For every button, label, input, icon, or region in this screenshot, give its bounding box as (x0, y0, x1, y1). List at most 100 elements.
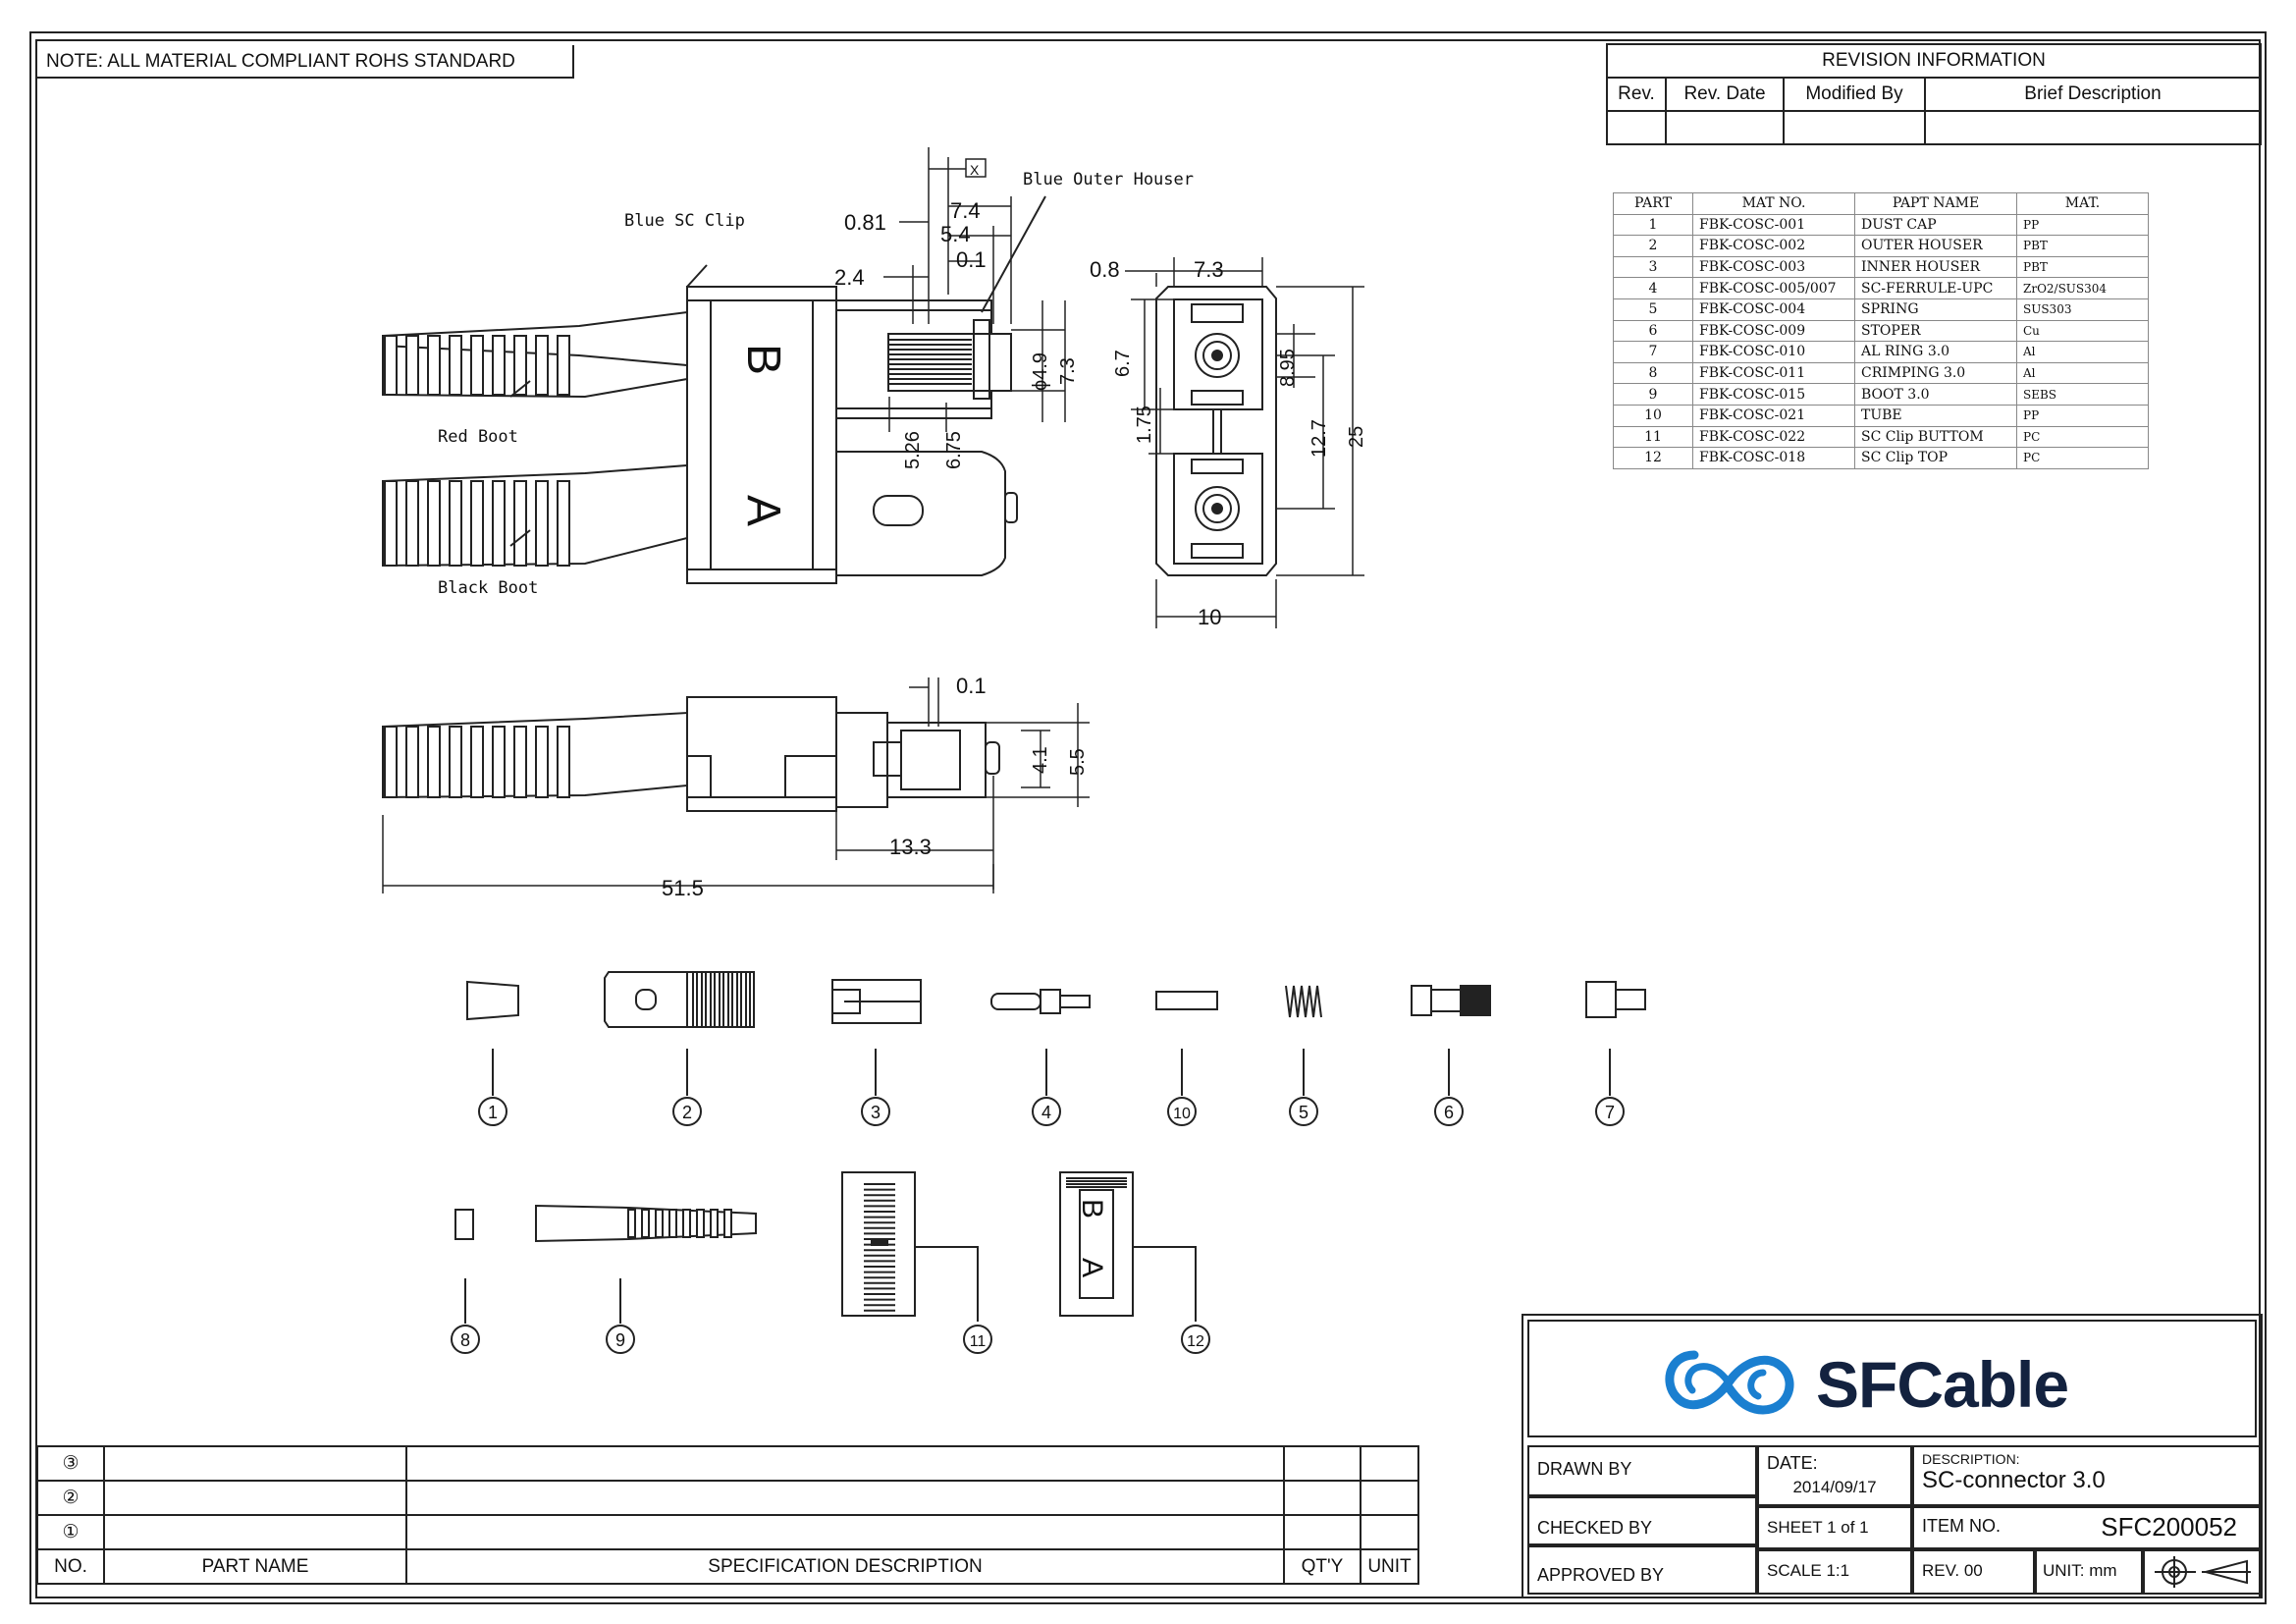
boot-rib (745, 971, 751, 1028)
drawn-by-cell: DRAWN BY (1527, 1445, 1757, 1496)
callout-7: 7 (1605, 1103, 1615, 1122)
dimension-lines-side (382, 677, 1090, 893)
brief-description-header: Brief Description (1924, 77, 2262, 112)
boot-rib (384, 726, 398, 798)
boot-rib (470, 726, 484, 798)
boot-rib (513, 335, 527, 396)
callout-2: 2 (682, 1103, 692, 1122)
callout-5: 5 (1299, 1103, 1308, 1122)
logo-panel: SFCable (1527, 1320, 2257, 1437)
approved-by-cell: APPROVED BY (1527, 1545, 1757, 1595)
boot-rib (655, 1209, 664, 1238)
rev-cell (1924, 110, 2262, 145)
outer-housing-upper (835, 299, 1012, 419)
part-5-spring (1285, 985, 1322, 1018)
boot-rib (492, 335, 506, 396)
label-red-boot: Red Boot (438, 427, 518, 447)
dim-6-75: 6.75 (943, 431, 965, 469)
side-view (382, 696, 1000, 812)
callout-6: 6 (1444, 1103, 1454, 1122)
boot-rib (641, 1209, 650, 1238)
callout-11: 11 (970, 1333, 987, 1350)
boot-rib (470, 335, 484, 396)
part-4-ferrule (990, 989, 1091, 1014)
exploded-parts (451, 971, 1646, 1354)
material-number: FBK-COSC-002 (1692, 235, 1855, 257)
material-number: FBK-COSC-005/007 (1692, 277, 1855, 299)
part-number: 1 (1613, 213, 1693, 237)
dim-5-26: 5.26 (902, 431, 924, 469)
boot-rib (405, 726, 419, 798)
boot-rib (682, 1209, 691, 1238)
revision-table: REVISION INFORMATION Rev. Rev. Date Modi… (1606, 43, 2262, 145)
rev-date-header: Rev. Date (1665, 77, 1785, 112)
red-boot (382, 310, 688, 399)
part-name: STOPER (1854, 319, 2017, 343)
scale-value: SCALE 1:1 (1767, 1561, 1850, 1580)
dim-phi-4-9: ϕ4.9 (1030, 352, 1051, 391)
callout-1: 1 (488, 1103, 498, 1122)
boot-rib (727, 971, 733, 1028)
material-number: FBK-COSC-003 (1692, 255, 1855, 279)
material: PBT (2016, 235, 2149, 257)
rev-cell (1665, 110, 1785, 145)
part-name: BOOT 3.0 (1854, 383, 2017, 406)
clip-letter-b: B (737, 344, 789, 375)
label-black-boot: Black Boot (438, 578, 538, 598)
boot-rib (470, 480, 484, 567)
bom-row-number: ③ (36, 1445, 105, 1482)
boot-rib (535, 335, 549, 396)
drawing-frame-outer (29, 31, 2267, 1604)
part-7-al-ring (1585, 981, 1646, 1018)
boot-rib (513, 480, 527, 567)
bom-row-number: ② (36, 1480, 105, 1516)
bom-header-unit: UNIT (1360, 1548, 1419, 1585)
leader-blue-sc-clip (686, 264, 708, 288)
rev-cell-title: REV. 00 (1912, 1549, 2035, 1595)
material-number: FBK-COSC-018 (1692, 447, 1855, 469)
dimension-lines-top (883, 147, 1066, 432)
clip12-letter-a: A (1076, 1258, 1108, 1277)
outer-housing-lower (835, 451, 1018, 576)
boot-rib (449, 726, 462, 798)
boot-rib (701, 971, 707, 1028)
boot-rib (557, 335, 570, 396)
parts-header: MAT NO. (1692, 192, 1855, 215)
part-name: CRIMPING 3.0 (1854, 361, 2017, 385)
boot-rib (449, 335, 462, 396)
boot-rib (719, 971, 724, 1028)
callout-3: 3 (871, 1103, 881, 1122)
part-name: OUTER HOUSER (1854, 235, 2017, 257)
rev-cell (1783, 110, 1926, 145)
drawn-by-label: DRAWN BY (1537, 1459, 1632, 1479)
dim-10: 10 (1198, 605, 1221, 629)
material-number: FBK-COSC-010 (1692, 341, 1855, 363)
parts-header: MAT. (2016, 192, 2149, 215)
checked-by-label: CHECKED BY (1537, 1518, 1653, 1538)
bom-header-qty: QT'Y (1283, 1548, 1362, 1585)
label-blue-sc-clip: Blue SC Clip (624, 211, 745, 231)
dim-4-1: 4.1 (1030, 746, 1051, 774)
part-12-sc-clip-top (1059, 1171, 1134, 1317)
part-1-dust-cap (466, 980, 519, 1021)
boot-rib (427, 480, 441, 567)
boot-rib (384, 335, 398, 396)
dim-25: 25 (1346, 426, 1367, 448)
boot-rib (710, 1209, 719, 1238)
bom-header-no: NO. (36, 1548, 105, 1585)
boot-rib (627, 1209, 636, 1238)
part-name: INNER HOUSER (1854, 255, 2017, 279)
dim-7-3-vertical: 7.3 (1057, 357, 1079, 385)
sheet-value: SHEET 1 of 1 (1767, 1518, 1869, 1537)
part-2-outer-houser (604, 971, 755, 1028)
boot-rib (723, 1209, 732, 1238)
boot-rib (427, 726, 441, 798)
material-number: FBK-COSC-001 (1692, 213, 1855, 237)
clip-letter-a: A (737, 495, 789, 526)
material-number: FBK-COSC-004 (1692, 298, 1855, 321)
